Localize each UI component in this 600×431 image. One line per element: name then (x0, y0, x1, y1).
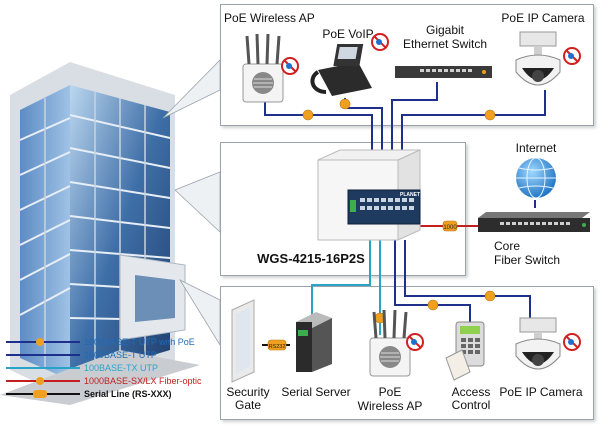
label-access-control-2: Control (451, 398, 491, 412)
ip-camera-bottom-icon (515, 317, 561, 370)
label-poe-ap-bottom-2: Wireless AP (357, 399, 423, 413)
office-building-illustration (0, 62, 200, 405)
legend-item-fiber: 1000BASE-SX/LX Fiber-optic (84, 376, 202, 386)
gigabit-switch-icon (395, 66, 492, 78)
legend-fiber-badge (36, 377, 44, 385)
serial-badge (267, 339, 287, 351)
label-gigabit-switch-2: Ethernet Switch (402, 37, 488, 51)
legend-serial-badge (33, 390, 47, 398)
link-serial-server (311, 240, 371, 320)
label-poe-ip-camera-top: PoE IP Camera (501, 11, 585, 25)
planet-logo: PLANET (400, 192, 420, 198)
fiber-badge-text: 1000 (443, 225, 457, 231)
ip-camera-top-icon (515, 31, 561, 86)
legend-item-fast-eth: 100BASE-TX UTP (84, 363, 159, 373)
no-wire-symbol-camera-top (563, 47, 581, 65)
legend-item-utp-poe: 1000BASE-T UTP with PoE (84, 337, 195, 347)
label-poe-voip: PoE VoIP (322, 27, 374, 41)
internet-globe-icon (516, 157, 556, 199)
wireless-ap-top-icon (242, 33, 284, 103)
security-gate-icon (231, 299, 255, 383)
link-camera-bottom (404, 240, 531, 320)
no-wire-symbol-ap (281, 57, 299, 75)
label-core-switch-1: Core (494, 239, 521, 253)
fiber-badge (442, 220, 458, 232)
label-core-switch-2: Fiber Switch (494, 253, 561, 267)
legend-poe-badge (36, 338, 44, 346)
label-internet: Internet (515, 141, 557, 155)
label-poe-ip-camera-bottom: PoE IP Camera (499, 385, 583, 399)
label-serial-server: Serial Server (281, 385, 351, 399)
legend-item-serial: Serial Line (RS-XXX) (84, 389, 172, 399)
label-poe-ap-bottom-1: PoE (378, 385, 402, 399)
poe-badge-ap (302, 109, 314, 121)
label-access-control-1: Access (451, 385, 491, 399)
wgs-switch-enclosure-icon: PLANET (317, 149, 421, 241)
voip-phone-icon (310, 44, 372, 96)
poe-badge-group (302, 98, 496, 324)
poe-badge-camera-top (484, 109, 496, 121)
access-control-icon (445, 321, 485, 381)
legend-item-utp: 1000BASE-T UTP (84, 350, 157, 360)
no-wire-symbol-voip (371, 33, 389, 51)
no-wire-symbol-ap-bottom (406, 333, 424, 351)
label-gigabit-switch-1: Gigabit (425, 23, 465, 37)
poe-badge-access (427, 299, 439, 311)
link-gigabit-switch (391, 82, 438, 195)
label-security-gate-1: Security (226, 385, 270, 399)
wireless-ap-bottom-icon (369, 309, 411, 377)
serial-server-icon (296, 312, 332, 372)
serial-badge-text: RS232 (269, 344, 286, 350)
label-main-switch-model: WGS-4215-16P2S (257, 251, 365, 266)
core-fiber-switch-icon (478, 212, 590, 232)
label-poe-wireless-ap: PoE Wireless AP (224, 11, 315, 25)
poe-badge-voip (339, 98, 351, 110)
label-security-gate-2: Gate (234, 398, 261, 412)
no-wire-symbol-camera-bottom (563, 333, 581, 351)
poe-badge-camera-bottom (484, 290, 496, 302)
